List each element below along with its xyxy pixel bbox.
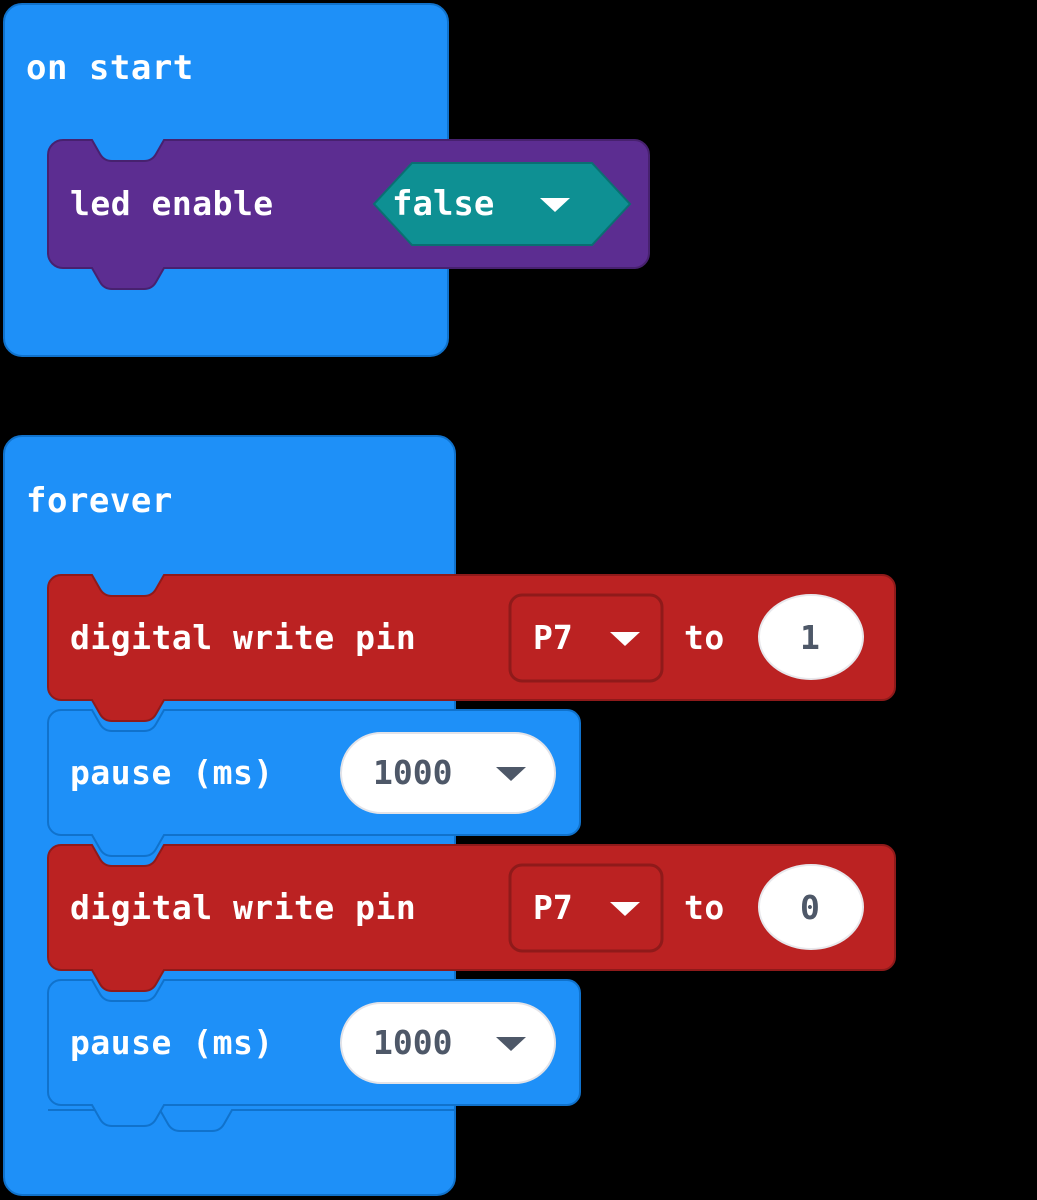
false-value-text[interactable]: false xyxy=(392,184,495,224)
led-enable-label: led enable xyxy=(70,184,274,223)
digital-write-1-label: digital write pin xyxy=(70,618,417,657)
chevron-down-icon[interactable] xyxy=(540,198,570,212)
pause-2-label: pause (ms) xyxy=(70,1023,274,1062)
chevron-down-icon[interactable] xyxy=(496,1037,526,1051)
chevron-down-icon[interactable] xyxy=(610,632,640,646)
pause-1-value[interactable]: 1000 xyxy=(373,753,453,792)
forever-label: forever xyxy=(26,481,173,521)
forever-hat-path xyxy=(3,435,456,1196)
forever-inner-seam xyxy=(48,1109,455,1132)
chevron-down-icon[interactable] xyxy=(610,902,640,916)
digital-write-2-label: digital write pin xyxy=(70,888,417,927)
digital-write-2-to-label: to xyxy=(684,888,725,927)
on-start-label: on start xyxy=(26,48,194,88)
pin-dropdown-2-value[interactable]: P7 xyxy=(533,888,573,927)
pin-dropdown-1-value[interactable]: P7 xyxy=(533,618,573,657)
digital-write-2-value[interactable]: 0 xyxy=(800,888,820,927)
digital-write-1-to-label: to xyxy=(684,618,725,657)
pause-2-value[interactable]: 1000 xyxy=(373,1023,453,1062)
chevron-down-icon[interactable] xyxy=(496,767,526,781)
pause-1-label: pause (ms) xyxy=(70,753,274,792)
digital-write-1-value[interactable]: 1 xyxy=(800,618,820,657)
